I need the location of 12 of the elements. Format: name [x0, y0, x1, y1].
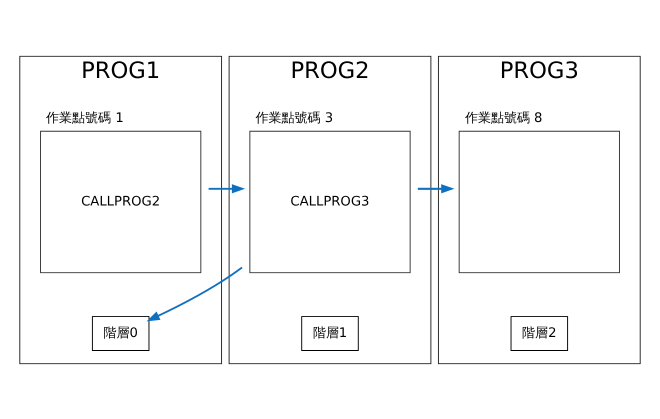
node-label: 作業點號碼 1 — [46, 110, 124, 126]
connector — [418, 187, 452, 190]
node-box: CALLPROG3 — [249, 130, 411, 273]
arrow — [146, 266, 243, 321]
node-box — [458, 130, 620, 273]
node-label: 作業點號碼 3 — [256, 110, 334, 126]
node-box: 階層1 — [301, 316, 359, 350]
node-box: 階層2 — [510, 316, 568, 350]
node-box: CALLPROG2 — [40, 130, 202, 273]
arrow — [208, 184, 246, 193]
node-label: 作業點號碼 8 — [464, 110, 542, 126]
node-box: 階層0 — [92, 316, 150, 350]
